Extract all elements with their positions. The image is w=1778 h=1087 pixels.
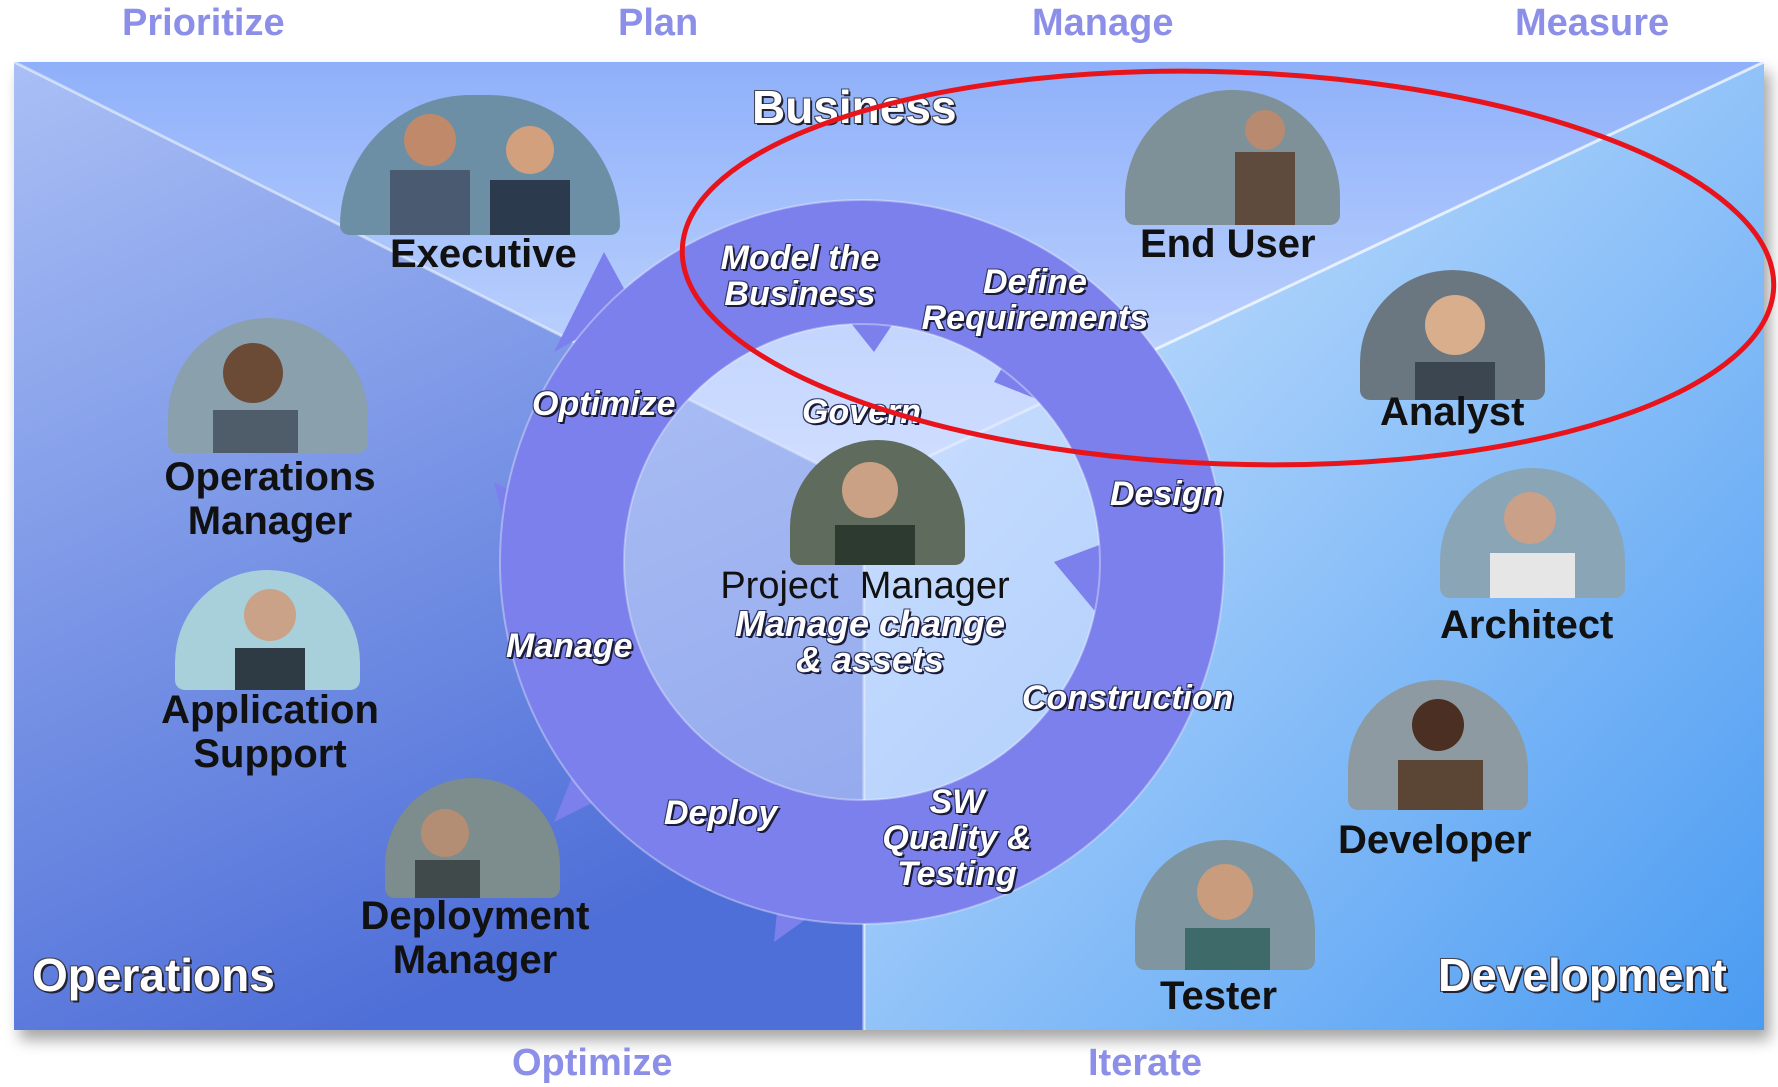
step-deploy: Deploy bbox=[664, 794, 778, 832]
step-define-requirements-line2: Requirements bbox=[921, 299, 1149, 337]
role-operations-manager-line2: Manager bbox=[187, 499, 353, 543]
step-model-business: Model the Business bbox=[690, 240, 910, 312]
step-model-business-line2: Business bbox=[724, 275, 876, 313]
step-quality-line2: Quality & bbox=[882, 819, 1032, 857]
role-developer: Developer bbox=[1338, 818, 1532, 862]
step-manage: Manage bbox=[506, 627, 633, 665]
bottom-label-optimize: Optimize bbox=[512, 1042, 673, 1084]
step-model-business-line1: Model the bbox=[720, 239, 880, 277]
step-sw-quality-testing: SW Quality & Testing bbox=[862, 784, 1052, 892]
center-manage-change: Manage change & assets bbox=[700, 606, 1040, 678]
step-quality-line1: SW bbox=[929, 783, 985, 821]
step-define-requirements-line1: Define bbox=[983, 263, 1087, 301]
executive-photo bbox=[340, 95, 620, 235]
role-end-user: End User bbox=[1140, 222, 1316, 266]
step-quality-line3: Testing bbox=[897, 855, 1017, 893]
analyst-photo bbox=[1360, 270, 1545, 400]
top-label-measure: Measure bbox=[1515, 2, 1670, 44]
role-application-support-line2: Support bbox=[193, 732, 347, 776]
center-text-line2: & assets bbox=[795, 639, 945, 680]
step-define-requirements: Define Requirements bbox=[900, 264, 1170, 336]
developer-photo bbox=[1348, 680, 1528, 810]
architect-photo bbox=[1440, 468, 1625, 598]
zone-development-title: Development bbox=[1438, 949, 1727, 1001]
role-executive: Executive bbox=[390, 232, 577, 276]
project-manager-photo bbox=[790, 440, 965, 565]
role-architect: Architect bbox=[1440, 603, 1614, 647]
step-construction: Construction bbox=[1022, 679, 1234, 717]
role-analyst: Analyst bbox=[1380, 390, 1525, 434]
role-application-support-line1: Application bbox=[161, 688, 379, 732]
application-support-photo bbox=[175, 570, 360, 690]
role-project-manager: Project Manager bbox=[720, 565, 1010, 607]
step-design: Design bbox=[1110, 475, 1224, 513]
role-deployment-manager-line2: Manager bbox=[392, 938, 558, 982]
top-label-manage: Manage bbox=[1032, 2, 1174, 44]
zone-operations-title: Operations bbox=[32, 949, 275, 1001]
tester-photo bbox=[1135, 840, 1315, 970]
deployment-manager-photo bbox=[385, 778, 560, 898]
role-operations-manager: Operations Manager bbox=[150, 455, 390, 543]
top-label-prioritize: Prioritize bbox=[122, 2, 285, 44]
role-tester: Tester bbox=[1160, 974, 1278, 1018]
role-application-support: Application Support bbox=[150, 688, 390, 776]
role-deployment-manager-line1: Deployment bbox=[360, 894, 590, 938]
bottom-label-iterate: Iterate bbox=[1088, 1042, 1203, 1084]
operations-manager-photo bbox=[168, 318, 368, 453]
end-user-photo bbox=[1125, 90, 1340, 225]
role-deployment-manager: Deployment Manager bbox=[340, 894, 610, 982]
zone-business-title: Business bbox=[752, 81, 957, 133]
top-label-plan: Plan bbox=[618, 2, 699, 44]
step-optimize: Optimize bbox=[532, 385, 676, 423]
center-text-line1: Manage change bbox=[734, 603, 1006, 644]
role-operations-manager-line1: Operations bbox=[164, 455, 376, 499]
step-govern: Govern bbox=[802, 393, 922, 431]
